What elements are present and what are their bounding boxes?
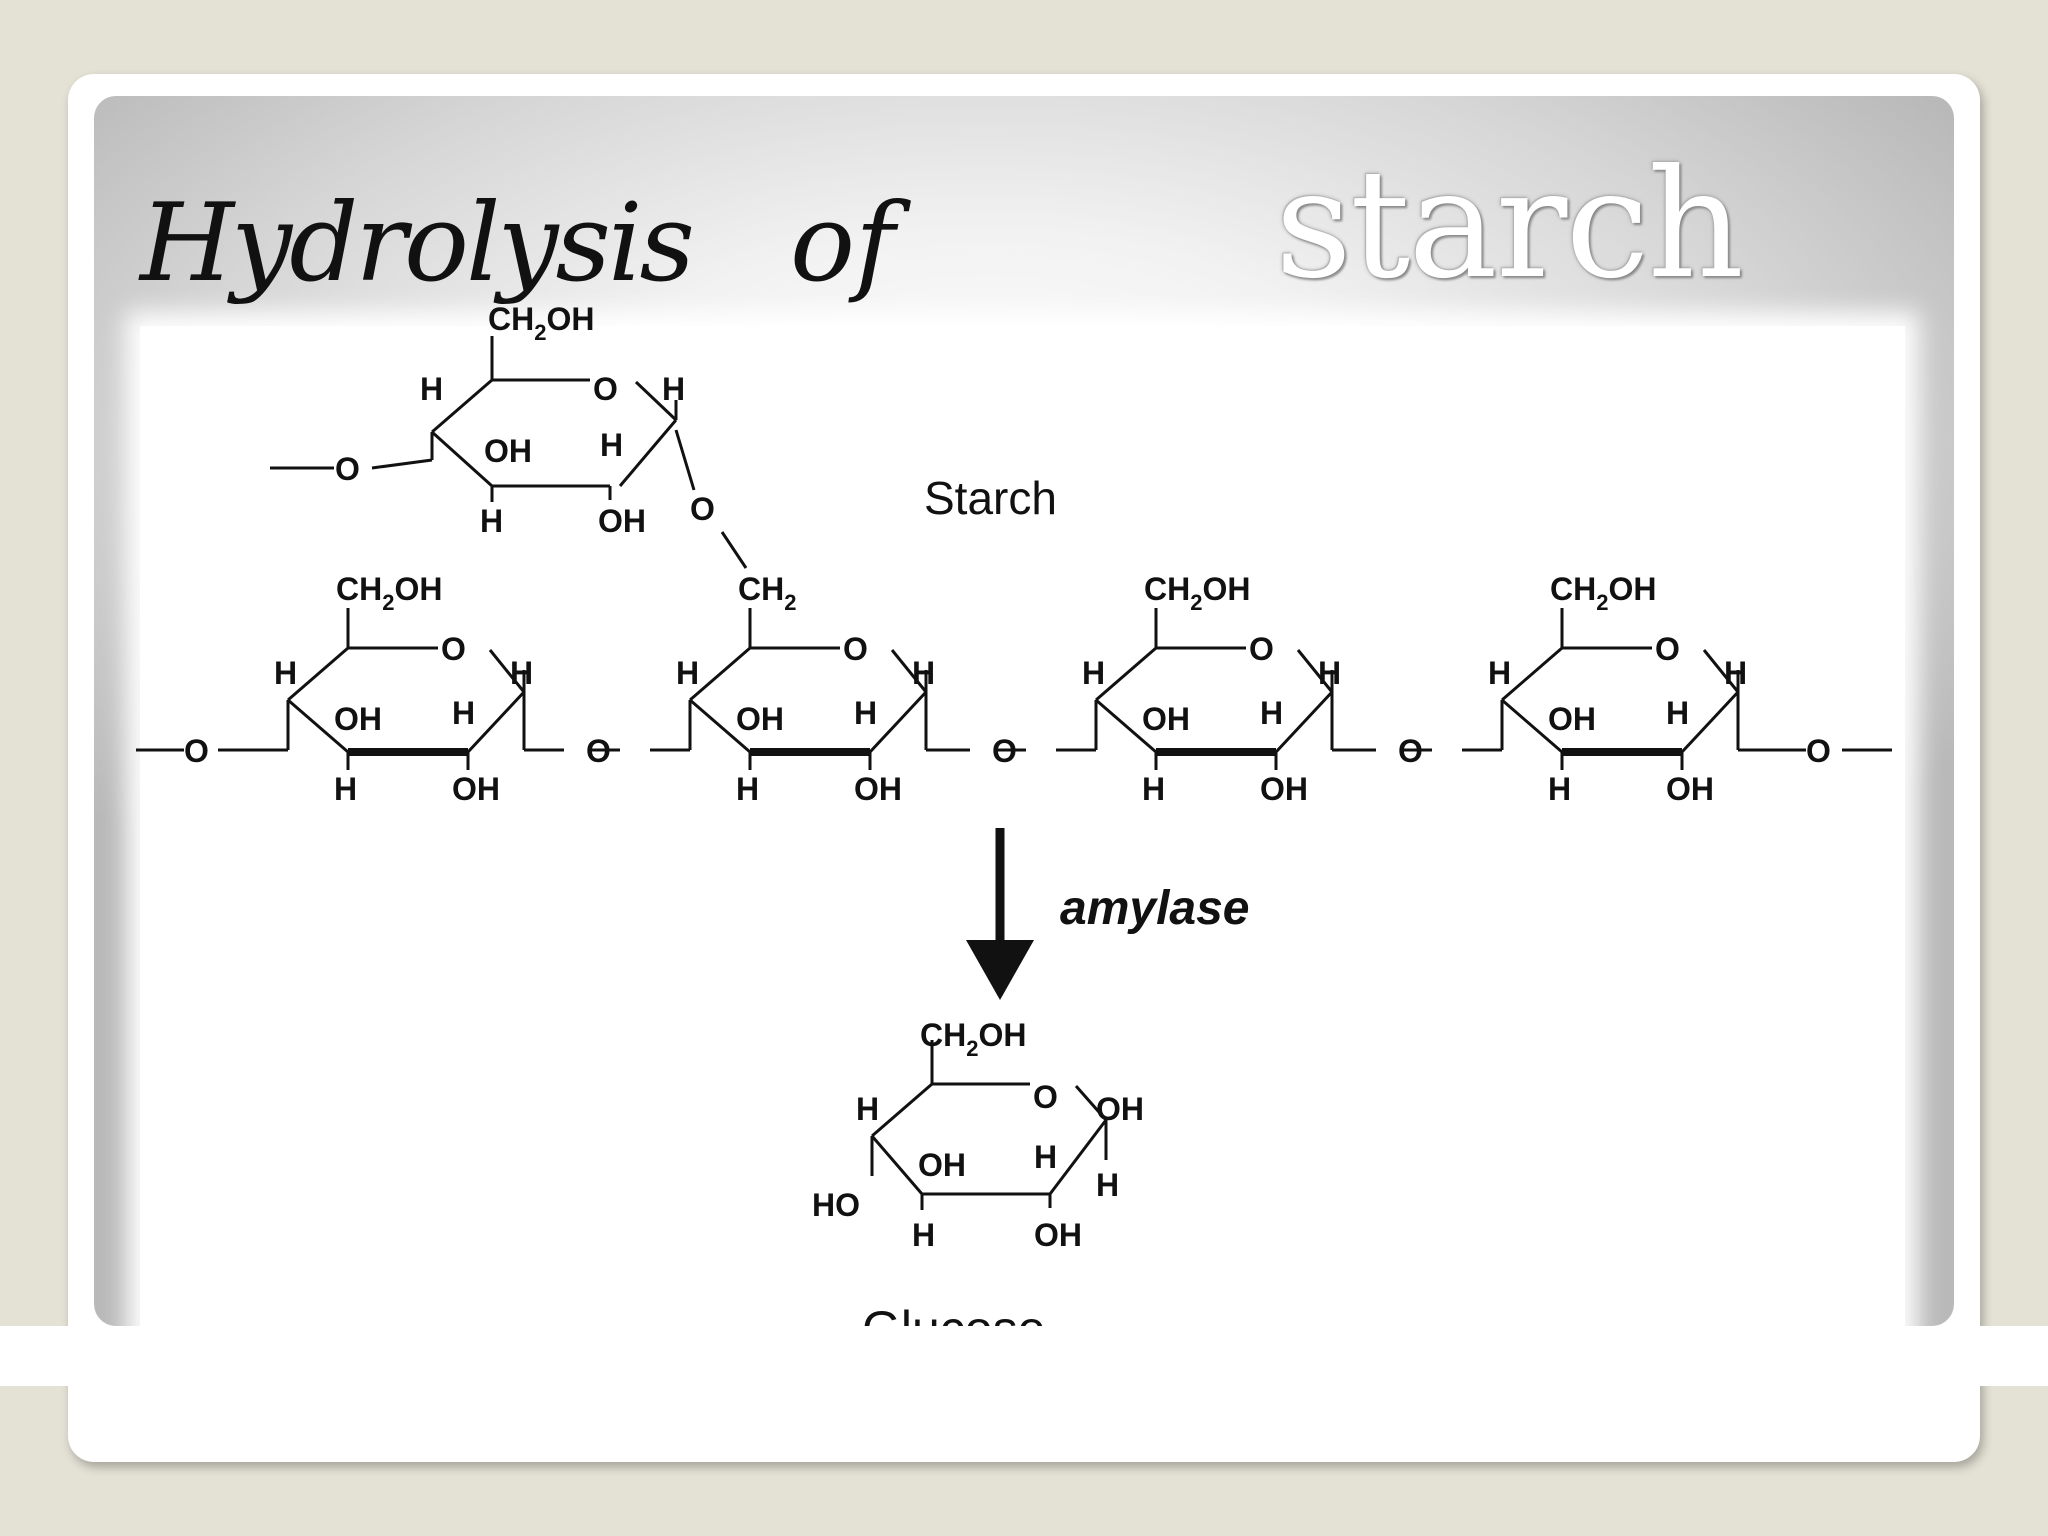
figure-background xyxy=(140,326,1905,1326)
o-label: O xyxy=(335,451,360,487)
ho-label: HO xyxy=(812,1187,860,1223)
starch-label: Starch xyxy=(924,472,1057,524)
o-label: O xyxy=(1806,733,1831,769)
o-label: O xyxy=(843,631,868,667)
ch2oh-label: CH2OH xyxy=(488,301,594,345)
oh-label: OH xyxy=(736,701,784,737)
ch2oh-label: CH2OH xyxy=(336,571,442,615)
o-label: O xyxy=(1249,631,1274,667)
o-label: O xyxy=(1655,631,1680,667)
o-label: O xyxy=(690,491,715,527)
ch2oh-label: CH2OH xyxy=(1550,571,1656,615)
oh-label: OH xyxy=(1142,701,1190,737)
h-label: H xyxy=(1096,1167,1119,1203)
amylase-label: amylase xyxy=(1060,882,1250,935)
o-label: O xyxy=(1033,1079,1058,1115)
h-label: H xyxy=(274,655,297,691)
oh-label: OH xyxy=(1096,1091,1144,1127)
h-label: H xyxy=(600,427,623,463)
oh-label: OH xyxy=(1548,701,1596,737)
h-label: H xyxy=(912,1217,935,1253)
h-label: H xyxy=(1034,1139,1057,1175)
h-label: H xyxy=(1666,695,1689,731)
h-label: H xyxy=(676,655,699,691)
h-label: H xyxy=(510,655,533,691)
oh-label: OH xyxy=(1666,771,1714,807)
oh-label: OH xyxy=(854,771,902,807)
h-label: H xyxy=(1318,655,1341,691)
h-label: H xyxy=(736,771,759,807)
oh-label: OH xyxy=(598,503,646,539)
h-label: H xyxy=(1082,655,1105,691)
h-label: H xyxy=(1260,695,1283,731)
h-label: H xyxy=(334,771,357,807)
h-label: H xyxy=(1548,771,1571,807)
glucose-product-ring xyxy=(870,1040,1108,1210)
oh-label: OH xyxy=(334,701,382,737)
o-label: O xyxy=(184,733,209,769)
h-label: H xyxy=(452,695,475,731)
ch2oh-label: CH2OH xyxy=(1144,571,1250,615)
oh-label: OH xyxy=(484,433,532,469)
arrow-head xyxy=(966,940,1034,1000)
ch2oh-label: CH2OH xyxy=(920,1017,1026,1061)
h-label: H xyxy=(1724,655,1747,691)
h-label: H xyxy=(1488,655,1511,691)
h-label: H xyxy=(420,371,443,407)
title-word-hydrolysis: Hydrolysis xyxy=(140,181,695,306)
title-word-of: of xyxy=(790,181,895,306)
h-label: H xyxy=(1142,771,1165,807)
oh-label: OH xyxy=(918,1147,966,1183)
h-label: H xyxy=(662,371,685,407)
o-label: O xyxy=(441,631,466,667)
branch-glucose-ring xyxy=(270,336,748,569)
oh-label: OH xyxy=(1260,771,1308,807)
clip-mask xyxy=(0,1326,2048,1386)
h-label: H xyxy=(856,1091,879,1127)
oh-label: OH xyxy=(452,771,500,807)
h-label: H xyxy=(854,695,877,731)
ch2-label: CH2 xyxy=(738,571,796,615)
h-label: H xyxy=(912,655,935,691)
o-label: O xyxy=(593,371,618,407)
h-label: H xyxy=(480,503,503,539)
title-word-starch: starch xyxy=(1275,138,1744,312)
content-panel xyxy=(94,96,1954,1326)
oh-label: OH xyxy=(1034,1217,1082,1253)
